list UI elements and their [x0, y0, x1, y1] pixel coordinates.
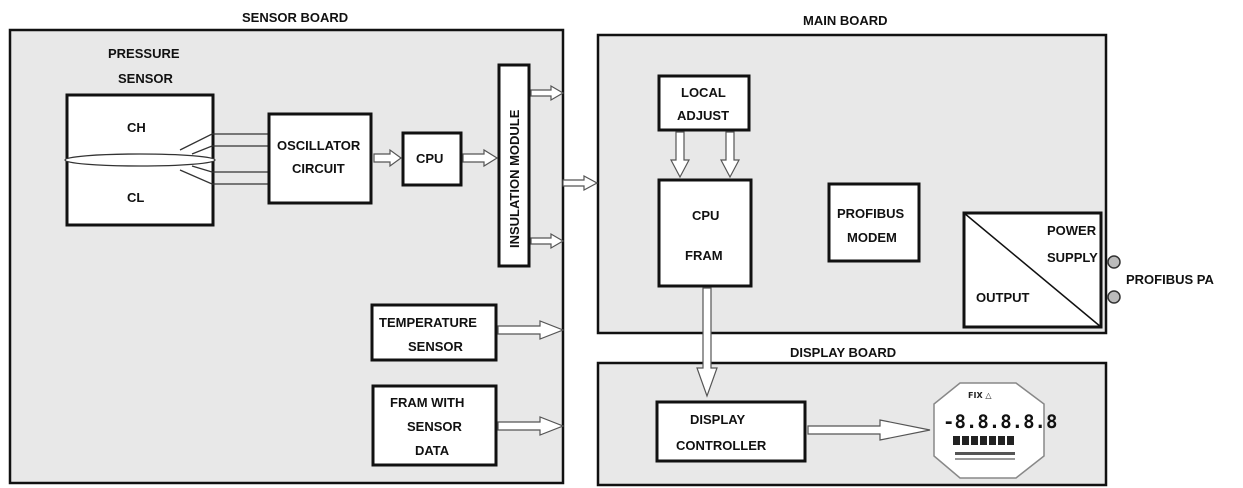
power-supply-label-2: SUPPLY [1047, 250, 1098, 265]
temperature-label-2: SENSOR [408, 339, 464, 354]
local-adjust-label-1: LOCAL [681, 85, 726, 100]
oscillator-label-1: OSCILLATOR [277, 138, 361, 153]
lcd-bargraph [955, 452, 1015, 460]
arrow-controller-to-lcd [807, 419, 931, 441]
cpu-fram-label-1: CPU [692, 208, 719, 223]
local-adjust-block [657, 74, 751, 132]
sensor-cpu-label: CPU [416, 151, 443, 166]
fram-sensor-data-block [371, 384, 498, 467]
terminal-top [1107, 255, 1121, 269]
fram-label-1: FRAM WITH [390, 395, 464, 410]
local-adjust-label-2: ADJUST [677, 108, 729, 123]
insulation-module-label: INSULATION MODULE [507, 109, 522, 248]
display-board-title: DISPLAY BOARD [790, 345, 896, 360]
arrow-cpu-to-display [696, 287, 718, 398]
pressure-sensor-title-2: SENSOR [118, 71, 174, 86]
cpu-fram-label-2: FRAM [685, 248, 723, 263]
output-label: OUTPUT [976, 290, 1030, 305]
oscillator-circuit-block [267, 112, 373, 205]
wire-ch-2 [191, 145, 270, 155]
arrow-temperature-out [497, 320, 565, 340]
arrow-insulation-out-top [530, 84, 565, 102]
profibus-modem-block [827, 182, 921, 263]
arrow-oscillator-cpu [373, 148, 403, 168]
wire-cl-2 [179, 169, 270, 185]
ch-label: CH [127, 120, 146, 135]
lcd-symbols: FIX △ [968, 391, 992, 400]
lcd-display: FIX △ -8.8.8.8.8 [933, 382, 1057, 479]
display-controller-block [655, 400, 807, 463]
profibus-modem-label-1: PROFIBUS [837, 206, 905, 221]
arrow-cpu-insulation [462, 148, 499, 168]
oscillator-label-2: CIRCUIT [292, 161, 345, 176]
sensor-board-title: SENSOR BOARD [242, 10, 348, 25]
arrow-insulation-out-bottom [530, 232, 565, 250]
insulation-module-block [497, 63, 531, 268]
terminal-bottom [1107, 290, 1121, 304]
profibus-pa-label: PROFIBUS PA [1126, 272, 1214, 287]
lcd-alpha-segments [953, 436, 1014, 445]
arrow-fram-out [497, 416, 565, 436]
fram-label-3: DATA [415, 443, 450, 458]
display-controller-label-2: CONTROLLER [676, 438, 767, 453]
cpu-fram-block [657, 178, 753, 288]
wire-cl-1 [191, 165, 270, 173]
temperature-sensor-block [370, 303, 498, 362]
cl-label: CL [127, 190, 144, 205]
power-supply-label-1: POWER [1047, 223, 1097, 238]
pressure-sensor-title-1: PRESSURE [108, 46, 180, 61]
arrow-local-adjust-right [720, 131, 740, 179]
display-controller-label-1: DISPLAY [690, 412, 745, 427]
wire-ch-1 [179, 133, 270, 151]
power-output-divider [963, 212, 1102, 328]
fram-label-2: SENSOR [407, 419, 463, 434]
lcd-digits: -8.8.8.8.8 [943, 411, 1057, 433]
arrow-sensor-to-main [562, 174, 599, 192]
temperature-label-1: TEMPERATURE [379, 315, 477, 330]
main-board-title: MAIN BOARD [803, 13, 888, 28]
sensor-cpu-block [401, 131, 463, 187]
sensor-diaphragm [64, 153, 216, 167]
profibus-modem-label-2: MODEM [847, 230, 897, 245]
arrow-local-adjust-left [670, 131, 690, 179]
